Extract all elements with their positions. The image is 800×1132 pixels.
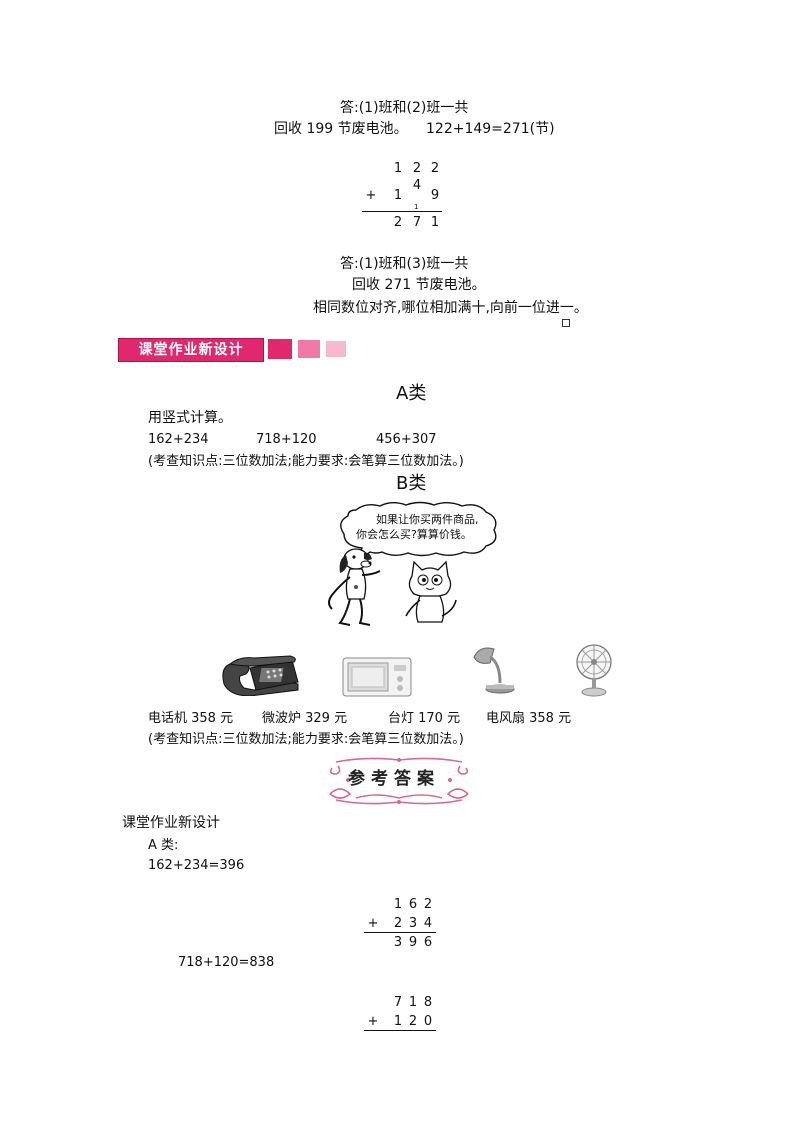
sum-line xyxy=(364,932,436,933)
section-a-title: A类 xyxy=(396,383,427,404)
problem-3: 456+307 xyxy=(376,432,437,447)
calc-digit: 9 xyxy=(430,188,440,203)
rule-text: 相同数位对齐,哪位相加满十,向前一位进一。 xyxy=(313,300,588,316)
calc-digit: 2 xyxy=(412,161,422,176)
equation-1: 122+149=271(节) xyxy=(426,121,555,137)
sum-line xyxy=(364,1030,436,1031)
answers-header: 参考答案 xyxy=(348,769,440,789)
calc-digit: 4 xyxy=(412,178,422,193)
section-banner: 课堂作业新设计 xyxy=(118,338,264,362)
desk-lamp-icon xyxy=(473,647,515,694)
calc-digit: 1 xyxy=(393,161,403,176)
sum-line xyxy=(362,211,442,212)
calc-digit: 9 xyxy=(408,935,418,950)
answer-2-line-2: 回收 271 节废电池。 xyxy=(352,277,486,293)
answer-2-line-1: 答:(1)班和(3)班一共 xyxy=(340,256,469,272)
bubble-line-1: 如果让你买两件商品, xyxy=(376,513,479,526)
cartoon-dog-icon xyxy=(328,548,381,626)
section-a-note: (考查知识点:三位数加法;能力要求:会笔算三位数加法。) xyxy=(148,454,464,469)
speech-bubble-icon xyxy=(340,501,497,562)
calc-digit: 1 xyxy=(393,897,403,912)
calc-digit: 1 xyxy=(393,1014,403,1029)
calc-digit: 1 xyxy=(408,995,418,1010)
item-desk-lamp: 台灯 170 元 xyxy=(388,711,461,726)
calc-digit: 7 xyxy=(412,215,422,230)
carry-mark: 1 xyxy=(414,203,419,211)
banner-square-2 xyxy=(298,340,320,358)
problem-2: 718+120 xyxy=(256,432,317,447)
answers-eq-2: 718+120=838 xyxy=(178,955,275,970)
electric-fan-icon xyxy=(576,644,612,697)
bubble-line-2: 你会怎么买?算算价钱。 xyxy=(356,528,472,541)
cartoon-cat-icon xyxy=(405,560,457,623)
calc-digit: 0 xyxy=(423,1014,433,1029)
calc-digit: 6 xyxy=(408,897,418,912)
calc-digit: 8 xyxy=(423,995,433,1010)
answer-1-line-1: 答:(1)班和(2)班一共 xyxy=(340,100,469,116)
calc-digit: 2 xyxy=(408,1014,418,1029)
microwave-icon xyxy=(342,657,412,697)
answer-1-line-2: 回收 199 节废电池。 xyxy=(274,121,408,137)
calc-digit: 2 xyxy=(430,161,440,176)
item-electric-fan: 电风扇 358 元 xyxy=(486,711,572,726)
calc-digit: 2 xyxy=(393,916,403,931)
telephone-icon xyxy=(222,655,299,696)
calc-digit: 2 xyxy=(393,215,403,230)
section-a-instruction: 用竖式计算。 xyxy=(148,410,232,426)
calc-digit: 3 xyxy=(408,916,418,931)
small-box-mark xyxy=(562,319,570,327)
ornament-frame-icon xyxy=(329,757,469,805)
calc-digit: 4 xyxy=(423,916,433,931)
plus-sign: + xyxy=(367,1014,379,1029)
item-microwave: 微波炉 329 元 xyxy=(262,711,348,726)
answers-heading: 课堂作业新设计 xyxy=(122,815,220,831)
calc-digit: 2 xyxy=(423,897,433,912)
item-telephone: 电话机 358 元 xyxy=(148,711,234,726)
problem-1: 162+234 xyxy=(148,432,209,447)
calc-digit: 3 xyxy=(393,935,403,950)
banner-square-3 xyxy=(326,341,346,357)
plus-sign: + xyxy=(365,188,377,203)
calc-digit: 6 xyxy=(423,935,433,950)
banner-square-1 xyxy=(268,339,292,359)
calc-digit: 1 xyxy=(393,188,403,203)
plus-sign: + xyxy=(367,916,379,931)
answers-a-label: A 类: xyxy=(148,838,179,853)
answers-eq-1: 162+234=396 xyxy=(148,858,245,873)
section-b-note: (考查知识点:三位数加法;能力要求:会笔算三位数加法。) xyxy=(148,732,464,747)
calc-digit: 1 xyxy=(430,215,440,230)
section-b-title: B类 xyxy=(396,473,427,494)
calc-digit: 7 xyxy=(393,995,403,1010)
